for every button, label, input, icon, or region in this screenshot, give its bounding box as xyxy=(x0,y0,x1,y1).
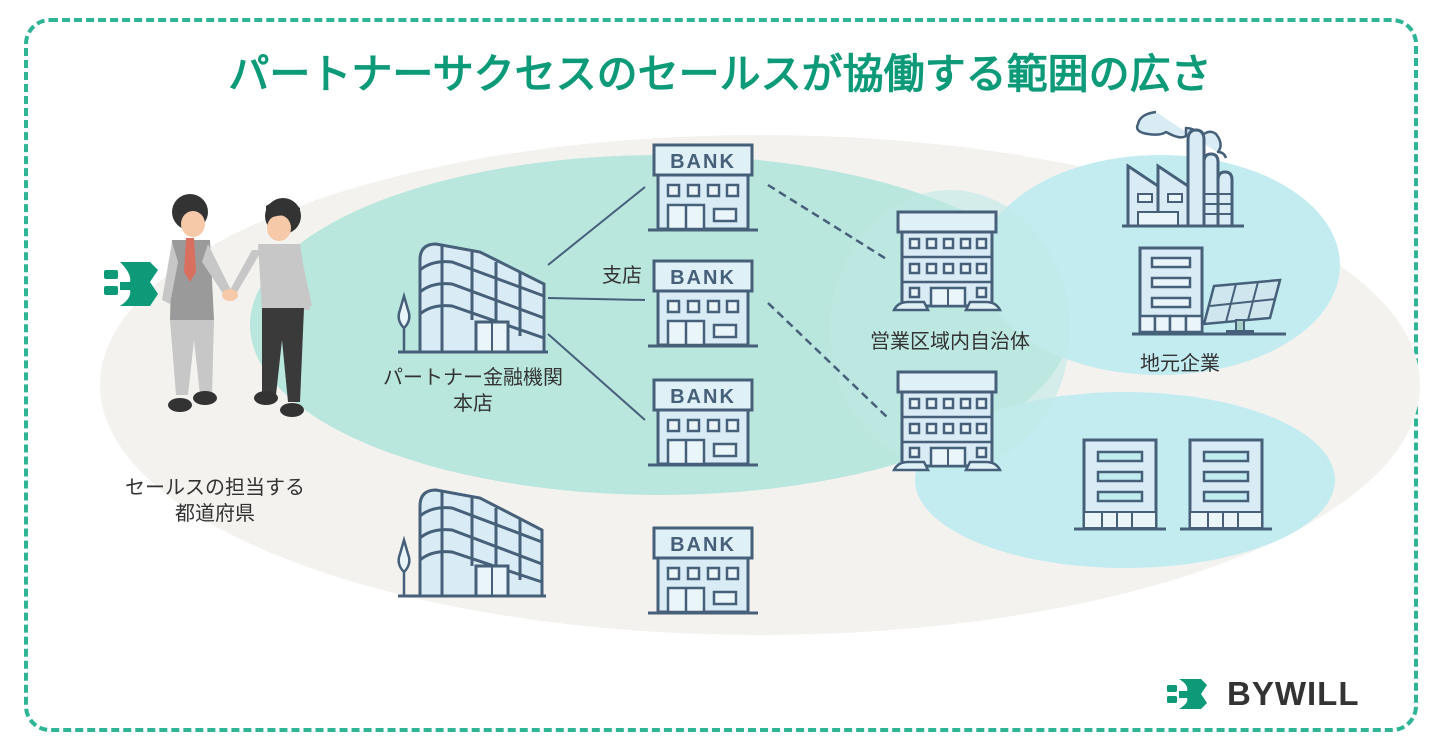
label-prefecture: セールスの担当する 都道府県 xyxy=(90,474,340,526)
bywill-logo-text: BYWILL xyxy=(1227,675,1360,712)
bank-branch-4: BANK xyxy=(648,526,758,615)
office-building-icon xyxy=(397,488,546,598)
solar-panel-icon xyxy=(1202,278,1282,333)
company-building-2 xyxy=(1180,438,1272,531)
bank-branch-3: BANK xyxy=(648,378,758,467)
bank-sign-text: BANK xyxy=(670,151,736,173)
label-prefecture-line2: 都道府県 xyxy=(175,501,255,525)
company-solar-icon xyxy=(1132,246,1286,336)
bywill-logo: BYWILL xyxy=(1165,675,1359,713)
region-municipal-overlap xyxy=(830,190,1070,470)
label-branch: 支店 xyxy=(602,263,642,287)
label-local-business: 地元企業 xyxy=(1140,351,1220,375)
bank-branch-1: BANK xyxy=(648,143,758,232)
city-hall-1 xyxy=(891,210,1003,312)
label-partner-hq-line1: パートナー金融機関 xyxy=(383,365,563,389)
bank-sign-text: BANK xyxy=(670,386,736,408)
connection-lines xyxy=(547,183,889,421)
partner-hq-building xyxy=(397,242,548,354)
label-municipality: 営業区域内自治体 xyxy=(870,329,1030,353)
bywill-b-icon xyxy=(104,262,158,306)
line-hq-branch-1 xyxy=(547,186,646,266)
line-branch1-municipality1 xyxy=(767,183,889,262)
label-partner-hq-line2: 本店 xyxy=(453,391,493,415)
bywill-b-icon xyxy=(1167,679,1207,709)
handshake-people-icon xyxy=(162,194,312,417)
company-building-1 xyxy=(1074,438,1166,531)
label-prefecture-line1: セールスの担当する xyxy=(125,475,305,499)
bank-branch-2: BANK xyxy=(648,259,758,348)
line-branch2-municipality2 xyxy=(767,302,889,419)
factory-icon xyxy=(1122,110,1244,228)
line-hq-branch-2 xyxy=(547,297,646,301)
line-hq-branch-3 xyxy=(547,333,646,421)
city-hall-2 xyxy=(891,370,1003,472)
bank-sign-text: BANK xyxy=(670,267,736,289)
label-partner-hq: パートナー金融機関 本店 xyxy=(358,364,588,416)
bank-sign-text: BANK xyxy=(670,534,736,556)
diagram-title: パートナーサクセスのセールスが協働する範囲の広さ xyxy=(228,50,1212,98)
